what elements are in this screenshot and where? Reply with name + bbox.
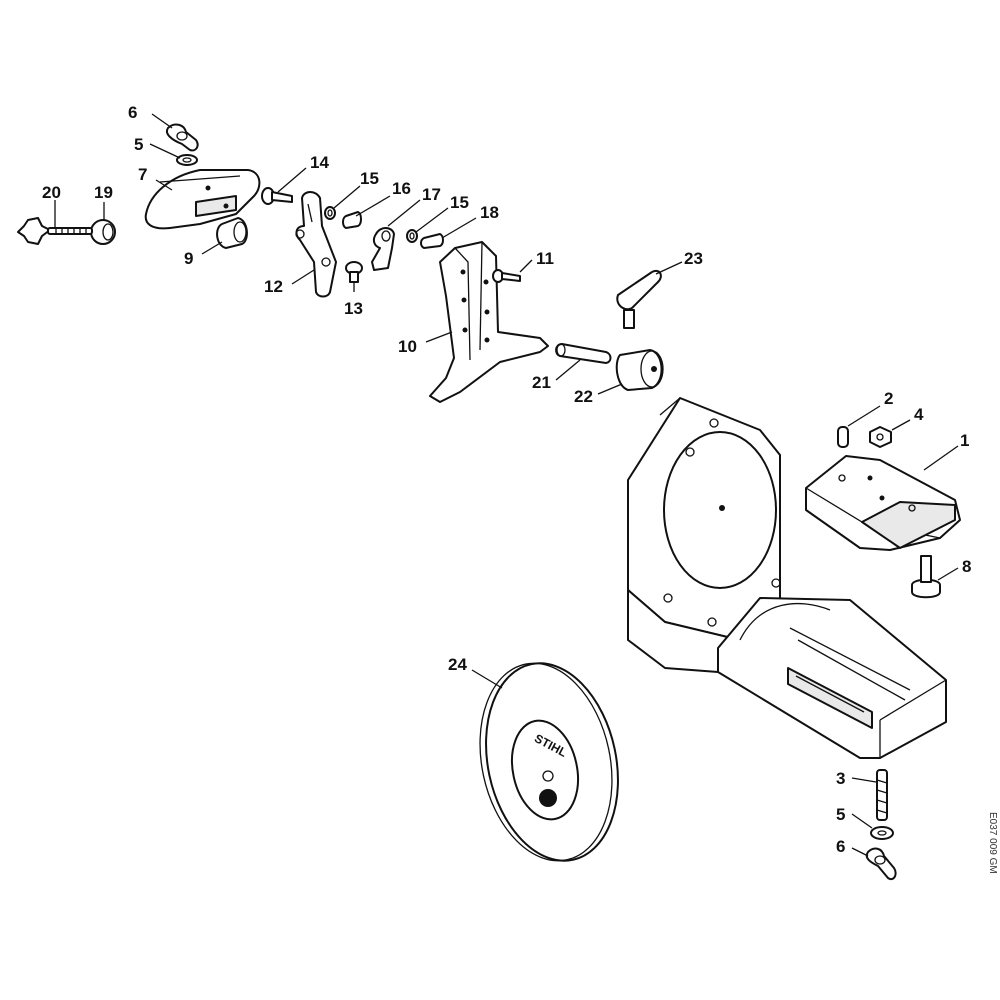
part-label-18: 18 <box>480 203 499 222</box>
washer-part-15-b <box>406 229 418 243</box>
part-label-3: 3 <box>836 769 845 788</box>
grinding-wheel-part-24: STIHL <box>479 662 619 862</box>
part-label-16: 16 <box>392 179 411 198</box>
pawl-part-17 <box>371 227 395 271</box>
part-label-4: 4 <box>914 405 924 424</box>
clamping-lever-part-23 <box>616 270 662 329</box>
part-label-20: 20 <box>42 183 61 202</box>
clamp-housing-part-7 <box>144 169 261 230</box>
part-label-10: 10 <box>398 337 417 356</box>
lever-part-12 <box>295 191 337 298</box>
part-label-13: 13 <box>344 299 363 318</box>
washer-part-5-top <box>176 154 198 166</box>
part-label-6-bottom: 6 <box>836 837 845 856</box>
grinder-base-housing <box>627 397 947 759</box>
leader-lines <box>54 113 959 857</box>
support-bracket-part-10 <box>429 241 549 403</box>
part-label-14: 14 <box>310 153 329 172</box>
carriage-bolt-part-8 <box>911 555 941 599</box>
part-label-15-a: 15 <box>360 169 379 188</box>
part-labels: 1 2 3 4 5 5 6 6 7 8 9 10 11 12 13 14 15 … <box>42 103 971 856</box>
washer-disc-part-19 <box>90 219 116 245</box>
part-label-12: 12 <box>264 277 283 296</box>
part-label-9: 9 <box>184 249 193 268</box>
part-label-11: 11 <box>536 249 554 268</box>
wing-nut-part-6-top <box>166 123 199 152</box>
part-label-21: 21 <box>532 373 551 392</box>
part-label-7: 7 <box>138 165 147 184</box>
part-label-24: 24 <box>448 655 467 674</box>
hex-nut-part-4 <box>869 426 892 448</box>
washer-part-5-bottom <box>870 826 894 840</box>
bolt-part-14 <box>261 187 293 205</box>
wing-nut-part-6-bottom <box>865 847 897 880</box>
part-label-5-top: 5 <box>134 135 143 154</box>
clamp-block-part-22 <box>615 349 664 391</box>
part-label-6-top: 6 <box>128 103 137 122</box>
part-label-1: 1 <box>960 431 969 450</box>
washer-part-15-a <box>324 206 336 220</box>
part-label-23: 23 <box>684 249 703 268</box>
part-label-22: 22 <box>574 387 593 406</box>
shaft-part-21 <box>555 343 612 364</box>
part-label-19: 19 <box>94 183 113 202</box>
pin-part-18 <box>420 233 444 249</box>
pin-part-2 <box>837 426 849 448</box>
drawing-code: E037 009 GM <box>987 812 998 874</box>
threaded-stud-part-3 <box>876 769 888 821</box>
part-label-2: 2 <box>884 389 893 408</box>
part-label-17: 17 <box>422 185 441 204</box>
part-label-15-b: 15 <box>450 193 469 212</box>
sliding-cover-part <box>805 455 961 551</box>
collar-part-9 <box>216 217 248 249</box>
part-label-5-bottom: 5 <box>836 805 845 824</box>
star-knob-screw-part-20 <box>17 217 93 245</box>
part-label-8: 8 <box>962 557 971 576</box>
screw-part-11 <box>492 269 521 283</box>
screw-part-13 <box>345 261 363 283</box>
